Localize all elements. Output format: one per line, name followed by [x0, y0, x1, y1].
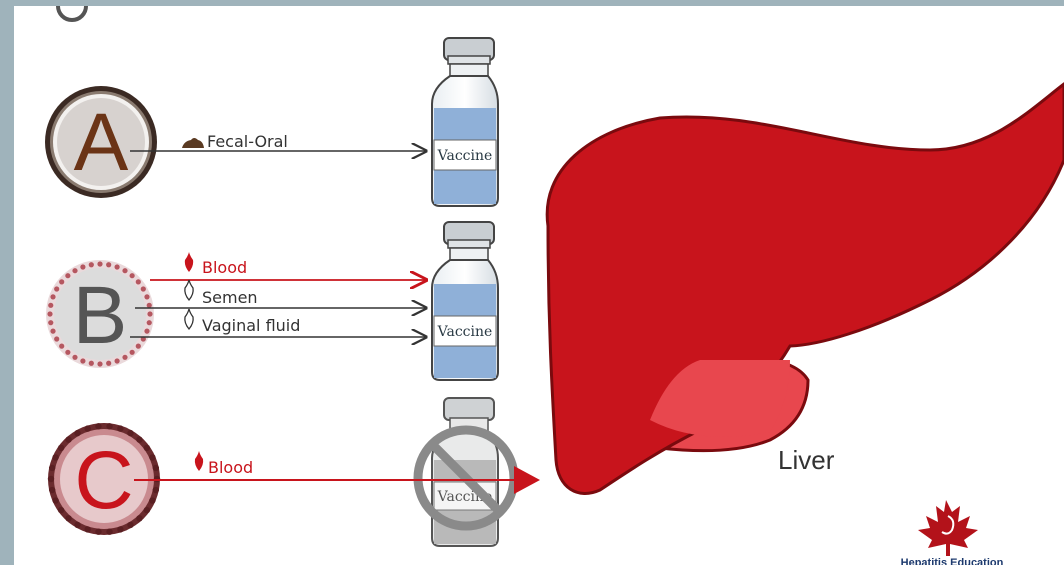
hepatitis-a-row: A Fecal-Oral	[45, 86, 426, 198]
virus-spike	[58, 445, 64, 451]
virus-spike	[97, 261, 102, 266]
virus-spike	[136, 344, 141, 349]
virus-spike	[130, 350, 135, 355]
virus-spike	[65, 515, 71, 521]
fluid-drop-icon	[185, 280, 193, 300]
virus-spike	[49, 487, 55, 493]
virus-spike	[89, 361, 94, 366]
virus-spike	[144, 445, 150, 451]
virus-spike	[147, 303, 152, 308]
b-semen-label: Semen	[202, 288, 258, 307]
virus-spike	[52, 497, 58, 503]
virus-spike	[136, 436, 142, 442]
virus-spike	[144, 294, 149, 299]
virus-spike	[153, 465, 159, 471]
virus-spike	[50, 294, 55, 299]
virus-a-letter: A	[74, 97, 129, 188]
virus-spike	[47, 311, 52, 316]
virus-spike	[95, 423, 101, 429]
vaccine-vial-a: Vaccine	[432, 38, 498, 206]
logo-text: Hepatitis Education	[901, 557, 1004, 565]
virus-spike	[147, 320, 152, 325]
partial-ring-top	[58, 6, 86, 20]
blood-drop-icon-c	[195, 451, 203, 471]
virus-spike	[50, 329, 55, 334]
virus-spike	[149, 454, 155, 460]
virus-spike	[106, 262, 111, 267]
virus-spike	[52, 454, 58, 460]
virus-spike	[84, 526, 90, 532]
virus-spike	[54, 286, 59, 291]
virus-spike	[49, 465, 55, 471]
virus-spike	[136, 279, 141, 284]
vaccine-a-label: Vaccine	[437, 148, 493, 164]
fecal-icon	[182, 138, 204, 148]
c-blood-label: Blood	[208, 458, 253, 477]
virus-spike	[106, 361, 111, 366]
virus-spike	[97, 361, 102, 366]
virus-spike	[147, 311, 152, 316]
virus-spike	[80, 264, 85, 269]
b-vaginal-label: Vaginal fluid	[202, 316, 300, 335]
virus-spike	[106, 423, 112, 429]
vaccine-vial-b: Vaccine	[432, 222, 498, 380]
hepatitis-b-row: B Blood Semen Vaginal fluid	[46, 252, 426, 368]
virus-spike	[136, 515, 142, 521]
virus-spike	[117, 425, 123, 431]
virus-spike	[65, 273, 70, 278]
liver-illustration	[547, 84, 1064, 493]
virus-spike	[48, 320, 53, 325]
virus-spike	[59, 344, 64, 349]
virus-spike	[48, 303, 53, 308]
blood-drop-icon	[185, 252, 193, 272]
virus-spike	[54, 336, 59, 341]
virus-spike	[117, 526, 123, 532]
virus-spike	[149, 497, 155, 503]
virus-spike	[65, 436, 71, 442]
liver-shape	[547, 84, 1064, 493]
virus-spike	[95, 529, 101, 535]
b-blood-label: Blood	[202, 258, 247, 277]
virus-spike	[65, 350, 70, 355]
virus-spike	[115, 264, 120, 269]
virus-spike	[58, 507, 64, 513]
virus-spike	[144, 329, 149, 334]
virus-c-letter: C	[74, 435, 133, 526]
virus-spike	[141, 286, 146, 291]
virus-spike	[130, 273, 135, 278]
virus-b-letter: B	[73, 270, 128, 361]
fecal-oral-label: Fecal-Oral	[207, 132, 288, 151]
virus-spike	[106, 529, 112, 535]
virus-spike	[84, 425, 90, 431]
virus-spike	[144, 507, 150, 513]
vaccine-b-label: Vaccine	[437, 324, 493, 340]
virus-spike	[89, 262, 94, 267]
virus-spike	[153, 487, 159, 493]
virus-spike	[59, 279, 64, 284]
maple-leaf-logo	[918, 500, 978, 556]
fluid-drop-icon-2	[185, 309, 193, 329]
virus-spike	[48, 476, 54, 482]
liver-label: Liver	[778, 445, 835, 475]
